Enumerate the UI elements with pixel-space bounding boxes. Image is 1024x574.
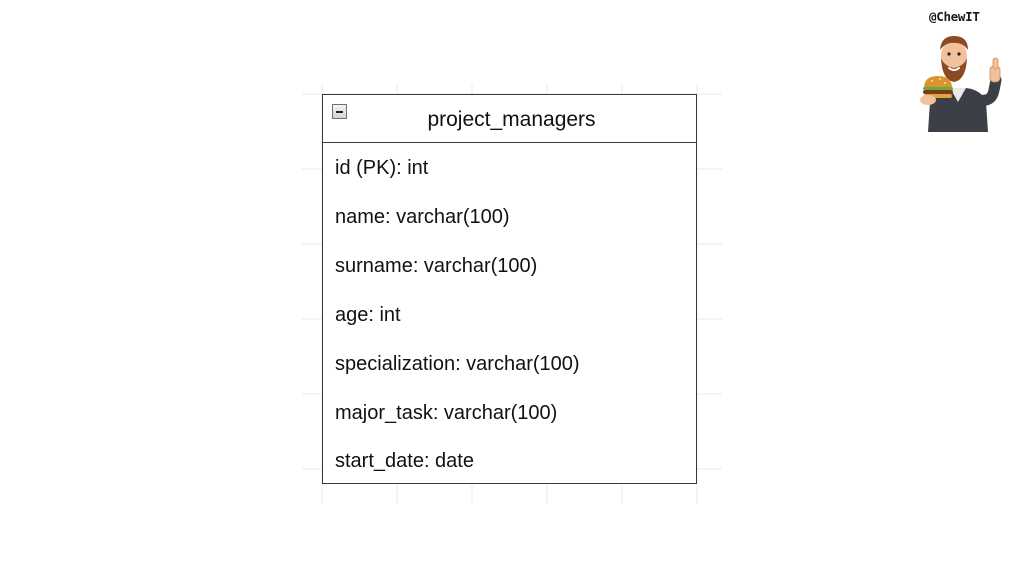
attribute-major-task[interactable]: major_task: varchar(100) [335, 401, 558, 424]
attribute-specialization[interactable]: specialization: varchar(100) [335, 352, 580, 375]
entity-header: project_managers [323, 95, 696, 143]
attribute-start-date[interactable]: start_date: date [335, 450, 474, 473]
collapse-minus-icon[interactable] [332, 104, 347, 119]
attribute-surname[interactable]: surname: varchar(100) [335, 254, 538, 277]
er-entity-project-managers[interactable]: project_managers id (PK): int name: varc… [322, 94, 697, 484]
brand-handle: @ChewIT [929, 9, 980, 24]
bearded-man-burger-thumbs-up-icon [920, 36, 1002, 132]
attribute-id[interactable]: id (PK): int [335, 157, 429, 179]
entity-title: project_managers [427, 108, 596, 131]
attribute-age[interactable]: age: int [335, 303, 401, 326]
attribute-name[interactable]: name: varchar(100) [335, 206, 510, 228]
attribute-list: id (PK): int name: varchar(100) surname:… [323, 143, 696, 486]
